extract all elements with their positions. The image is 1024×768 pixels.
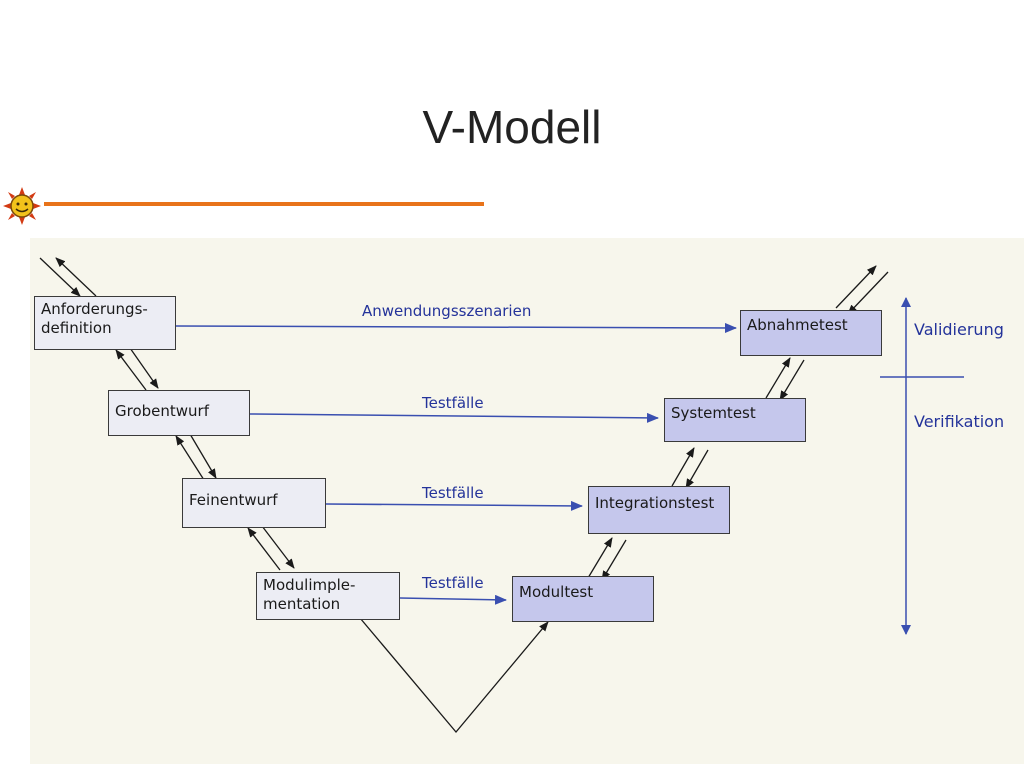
v-bottom-line — [359, 617, 549, 734]
connector-anwendungsszenarien — [175, 322, 737, 333]
arrow-down — [601, 539, 627, 581]
label-testfaelle: Testfälle — [422, 574, 484, 592]
box-label-line1: Anforderungs- — [41, 300, 148, 318]
box-label: Feinentwurf — [189, 491, 278, 509]
label-testfaelle: Testfälle — [422, 394, 484, 412]
box-label-line1: Modulimple- — [263, 576, 356, 594]
box-label-line2: definition — [41, 319, 112, 337]
label-verifikation: Verifikation — [914, 412, 1005, 431]
label-anwendungsszenarien: Anwendungsszenarien — [362, 302, 532, 320]
arrow-up — [765, 357, 791, 399]
arrow-down — [189, 433, 217, 479]
label-testfaelle: Testfälle — [422, 484, 484, 502]
box-label: Abnahmetest — [747, 316, 848, 334]
box-label: Grobentwurf — [115, 402, 209, 420]
connector-testfaelle-1 — [249, 412, 659, 423]
arrow-down — [261, 525, 295, 569]
box-abnahmetest: Abnahmetest — [740, 310, 882, 356]
arrow-up — [247, 527, 281, 571]
box-anforderungsdefinition: Anforderungs- definition — [34, 296, 176, 350]
box-integrationstest: Integrationstest — [588, 486, 730, 534]
box-label: Modultest — [519, 583, 594, 601]
box-label: Systemtest — [671, 404, 756, 422]
arrow-down — [129, 347, 159, 389]
slide-title: V-Modell — [422, 101, 602, 153]
arrow-up — [671, 447, 695, 487]
box-systemtest: Systemtest — [664, 398, 806, 442]
arrow-down — [779, 359, 805, 401]
arrow-up — [835, 265, 877, 309]
arrow-down — [39, 257, 81, 297]
arrow-down — [685, 449, 709, 489]
label-validierung: Validierung — [914, 320, 1004, 339]
arrow-up — [115, 349, 147, 391]
box-feinentwurf: Feinentwurf — [182, 478, 326, 528]
arrow-up — [587, 537, 613, 579]
connector-testfaelle-2 — [325, 500, 583, 511]
arrow-down — [847, 271, 889, 315]
sun-logo-icon — [2, 186, 42, 226]
box-modulimplementation: Modulimple- mentation — [256, 572, 400, 620]
arrow-up — [55, 257, 97, 297]
title-underline — [44, 202, 484, 206]
connector-testfaelle-3 — [399, 594, 507, 605]
box-label-line2: mentation — [263, 595, 341, 613]
box-modultest: Modultest — [512, 576, 654, 622]
box-label: Integrationstest — [595, 494, 715, 512]
box-grobentwurf: Grobentwurf — [108, 390, 250, 436]
arrow-up — [175, 435, 205, 481]
